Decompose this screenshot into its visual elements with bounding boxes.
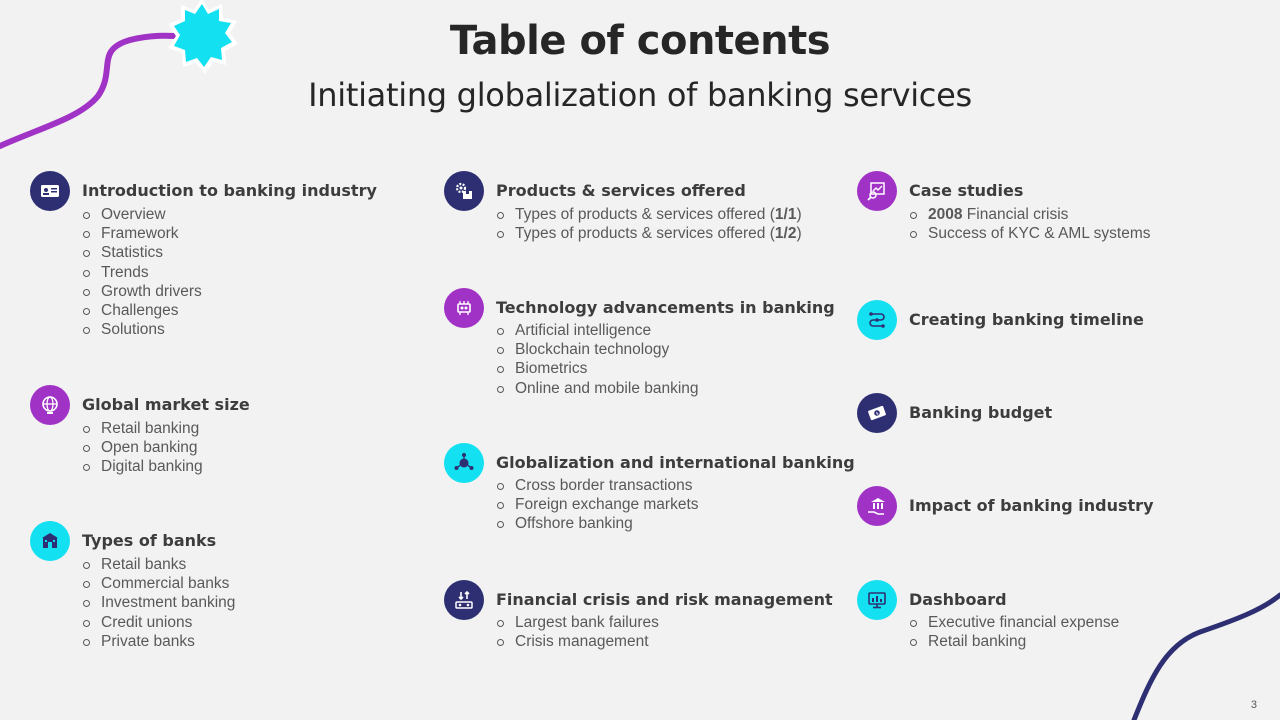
navy-wave-decoration (1131, 592, 1280, 720)
list-item: Solutions (82, 320, 202, 339)
money-icon: $ (857, 393, 897, 433)
section-title: Case studies (909, 181, 1024, 200)
list-item: Overview (82, 205, 202, 224)
section-title: Banking budget (909, 403, 1053, 422)
list-item: Blockchain technology (496, 340, 699, 359)
section-title: Types of banks (82, 531, 217, 550)
list-item: Credit unions (82, 613, 235, 632)
timeline-icon (857, 300, 897, 340)
list-item: Online and mobile banking (496, 379, 699, 398)
section-title: Globalization and international banking (496, 453, 855, 472)
list-item: Executive financial expense (909, 613, 1119, 632)
bank-hand-icon (857, 486, 897, 526)
section-items: Retail banks Commercial banks Investment… (82, 555, 235, 651)
risk-arrows-icon (444, 580, 484, 620)
section-title: Products & services offered (496, 181, 746, 200)
section-title: Impact of banking industry (909, 496, 1154, 515)
dashboard-monitor-icon (857, 580, 897, 620)
list-item: Types of products & services offered (1/… (496, 224, 802, 243)
section-title: Technology advancements in banking (496, 298, 835, 317)
list-item: Largest bank failures (496, 613, 659, 632)
list-item: Growth drivers (82, 282, 202, 301)
list-item: Retail banks (82, 555, 235, 574)
network-globe-icon (444, 443, 484, 483)
list-item: Trends (82, 263, 202, 282)
section-title: Dashboard (909, 590, 1007, 609)
section-items: Largest bank failures Crisis management (496, 613, 659, 651)
section-items: Types of products & services offered (1/… (496, 205, 802, 243)
list-item: Challenges (82, 301, 202, 320)
svg-text:$: $ (875, 411, 880, 418)
section-title: Creating banking timeline (909, 310, 1144, 329)
section-items: Executive financial expense Retail banki… (909, 613, 1119, 651)
id-card-icon (30, 171, 70, 211)
section-title: Introduction to banking industry (82, 181, 377, 200)
globe-icon (30, 385, 70, 425)
list-item: Framework (82, 224, 202, 243)
section-items: 2008 Financial crisis Success of KYC & A… (909, 205, 1151, 243)
list-item: Digital banking (82, 457, 203, 476)
list-item: Statistics (82, 243, 202, 262)
list-item: Types of products & services offered (1/… (496, 205, 802, 224)
section-title: Global market size (82, 395, 250, 414)
section-items: Cross border transactions Foreign exchan… (496, 476, 699, 534)
list-item: Crisis management (496, 632, 659, 651)
list-item: Investment banking (82, 593, 235, 612)
tech-chip-icon (444, 288, 484, 328)
bank-building-icon (30, 521, 70, 561)
list-item: Biometrics (496, 359, 699, 378)
list-item: Private banks (82, 632, 235, 651)
list-item: Open banking (82, 438, 203, 457)
section-title: Financial crisis and risk management (496, 590, 833, 609)
list-item: Success of KYC & AML systems (909, 224, 1151, 243)
list-item: 2008 Financial crisis (909, 205, 1151, 224)
list-item: Foreign exchange markets (496, 495, 699, 514)
list-item: Commercial banks (82, 574, 235, 593)
list-item: Artificial intelligence (496, 321, 699, 340)
list-item: Cross border transactions (496, 476, 699, 495)
list-item: Retail banking (909, 632, 1119, 651)
list-item: Offshore banking (496, 514, 699, 533)
page-subtitle: Initiating globalization of banking serv… (308, 76, 972, 114)
list-item: Retail banking (82, 419, 203, 438)
page-number: 3 (1250, 699, 1257, 711)
section-items: Overview Framework Statistics Trends Gro… (82, 205, 202, 339)
page-title: Table of contents (449, 18, 831, 64)
chart-magnifier-icon (857, 171, 897, 211)
section-items: Artificial intelligence Blockchain techn… (496, 321, 699, 398)
section-items: Retail banking Open banking Digital bank… (82, 419, 203, 477)
gear-box-icon (444, 171, 484, 211)
